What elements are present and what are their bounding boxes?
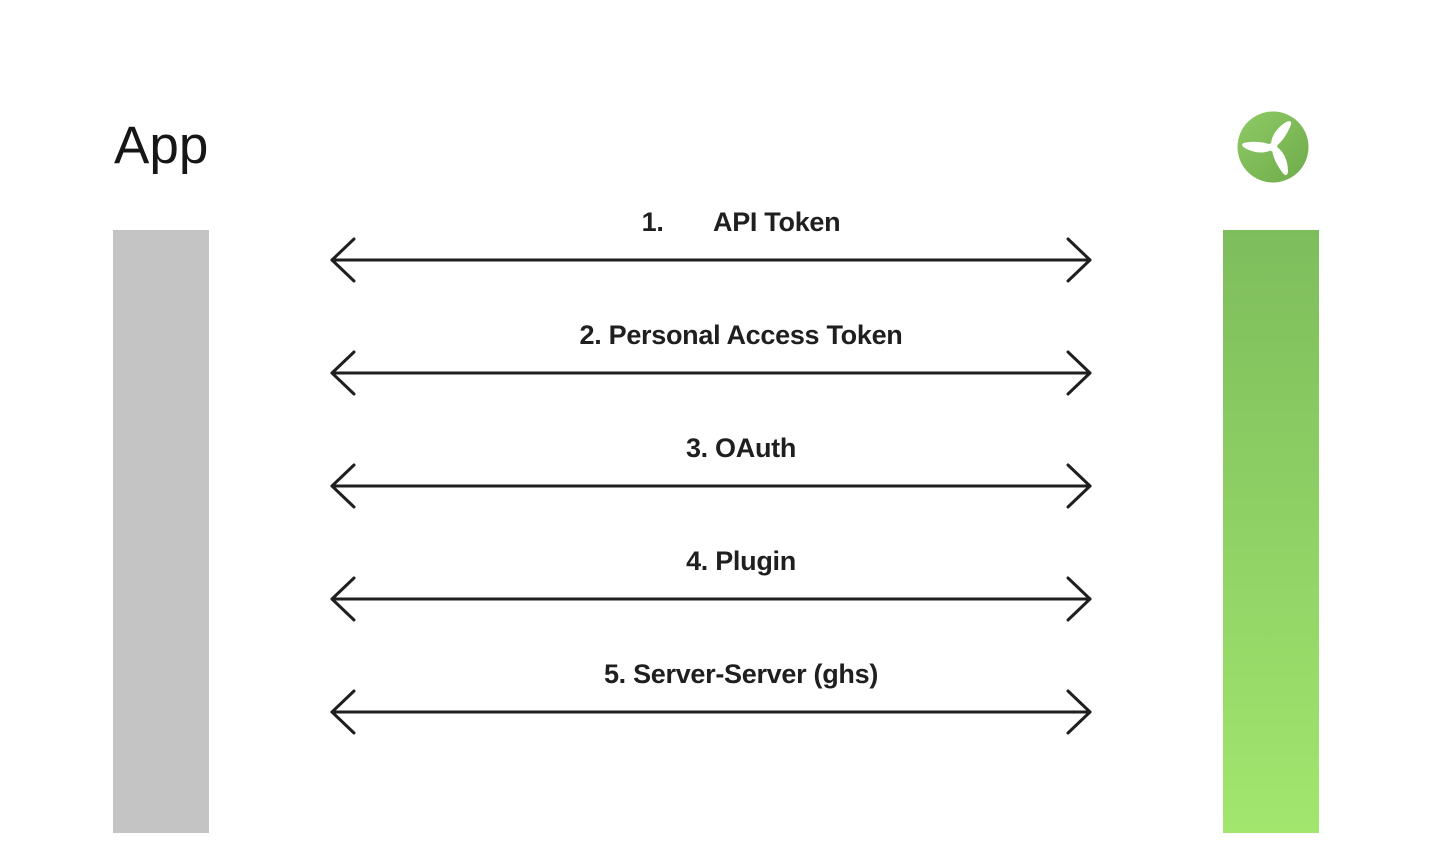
message-row: 5. Server-Server (ghs) bbox=[330, 659, 1092, 737]
message-row: 3. OAuth bbox=[330, 433, 1092, 511]
message-label: 5. Server-Server (ghs) bbox=[603, 659, 879, 689]
message-row: 4. Plugin bbox=[330, 546, 1092, 624]
wind-turbine-icon bbox=[1237, 111, 1309, 183]
message-label: 4. Plugin bbox=[686, 546, 796, 576]
app-lifeline bbox=[113, 230, 209, 833]
bidirectional-arrow bbox=[330, 689, 1092, 735]
message-label: 2. Personal Access Token bbox=[579, 320, 903, 350]
bidirectional-arrow bbox=[330, 463, 1092, 509]
app-actor-label: App bbox=[114, 116, 209, 175]
message-label: 3. OAuth bbox=[685, 433, 797, 463]
bidirectional-arrow bbox=[330, 237, 1092, 283]
message-row: 1. API Token bbox=[330, 207, 1092, 285]
propeller-blades bbox=[1242, 121, 1292, 176]
bidirectional-arrow bbox=[330, 350, 1092, 396]
service-lifeline bbox=[1223, 230, 1319, 833]
bidirectional-arrow bbox=[330, 576, 1092, 622]
message-row: 2. Personal Access Token bbox=[330, 320, 1092, 398]
message-label: 1. API Token bbox=[641, 207, 841, 237]
